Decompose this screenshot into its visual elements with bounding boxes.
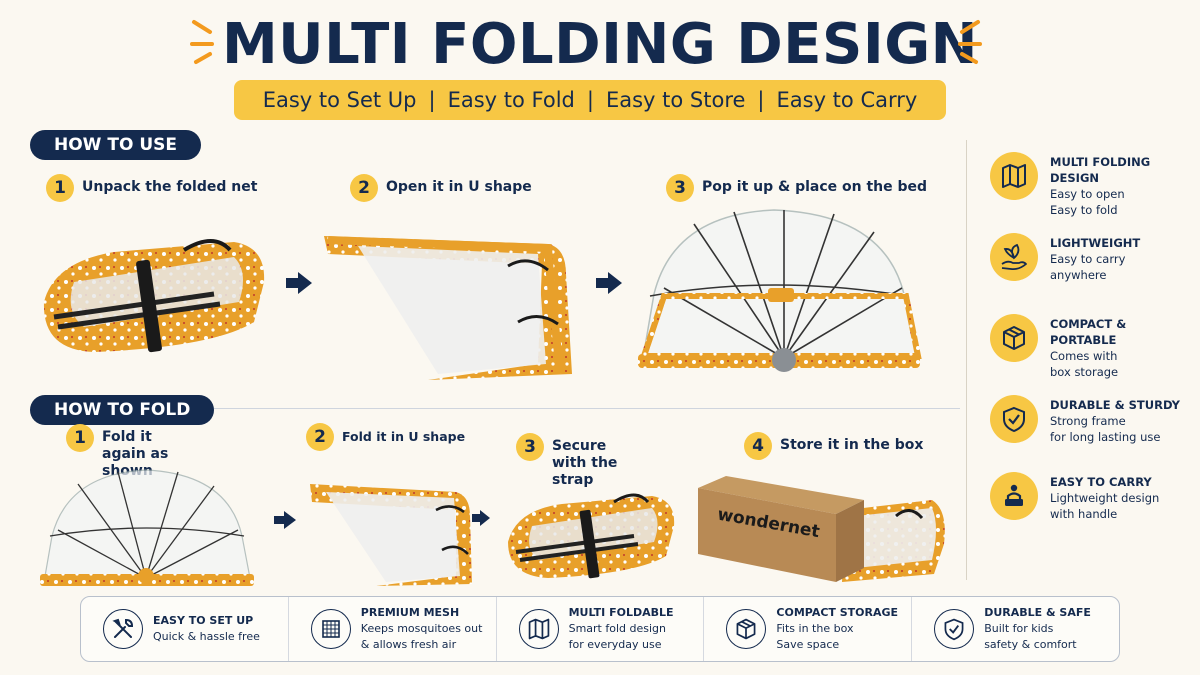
- feature-line: Comes with: [1050, 349, 1118, 363]
- step-number: 2: [306, 423, 334, 451]
- benefit-title: PREMIUM MESH: [360, 606, 460, 619]
- benefit-compact-storage: COMPACT STORAGE Fits in the box Save spa…: [704, 597, 913, 661]
- step-text: Secure with the strap: [552, 438, 618, 488]
- feature-title: LIGHTWEIGHT: [1050, 236, 1141, 250]
- fold-step-4: 4 Store it in the box: [744, 432, 923, 460]
- benefit-line: Fits in the box: [776, 622, 854, 635]
- arrow-right-icon: [472, 510, 490, 526]
- arrow-right-icon: [274, 511, 296, 529]
- benefit-multi-foldable: MULTI FOLDABLE Smart fold design for eve…: [497, 597, 705, 661]
- tagline-item: Easy to Fold: [447, 88, 575, 112]
- carry-person-icon: [990, 472, 1038, 520]
- benefit-line: safety & comfort: [984, 638, 1077, 651]
- step-number: 2: [350, 174, 378, 202]
- map-fold-icon: [990, 152, 1038, 200]
- map-fold-icon: [518, 609, 559, 649]
- feature-compact-portable: COMPACT & PORTABLE Comes with box storag…: [990, 314, 1195, 380]
- sparkle-right-icon: [958, 20, 982, 64]
- feature-title: EASY TO CARRY: [1050, 475, 1152, 489]
- section-divider: [200, 408, 960, 409]
- feature-line: Strong frame: [1050, 414, 1126, 428]
- use-step-1: 1 Unpack the folded net: [46, 174, 257, 202]
- arrow-right-icon: [286, 272, 312, 294]
- tagline-bar: Easy to Set Up | Easy to Fold | Easy to …: [234, 80, 946, 120]
- step-number: 3: [666, 174, 694, 202]
- benefit-line: Smart fold design: [568, 622, 666, 635]
- feature-line: Easy to carry: [1050, 252, 1126, 266]
- storage-box-image: wondernet: [698, 476, 945, 582]
- feature-line: Easy to fold: [1050, 203, 1118, 217]
- fold-step-2: 2 Fold it in U shape: [306, 423, 465, 451]
- feature-line: Easy to open: [1050, 187, 1125, 201]
- how-to-use-label: HOW TO USE: [30, 130, 201, 160]
- mesh-icon: [310, 609, 351, 649]
- benefit-easy-setup: EASY TO SET UP Quick & hassle free: [81, 597, 289, 661]
- tagline-item: Easy to Carry: [776, 88, 918, 112]
- fold-step-3: 3 Secure with the strap: [516, 433, 636, 489]
- use-step-3: 3 Pop it up & place on the bed: [666, 174, 927, 202]
- feature-line: with handle: [1050, 507, 1118, 521]
- benefit-line: Save space: [776, 638, 840, 651]
- tagline-separator: |: [428, 88, 436, 112]
- page-title: MULTI FOLDING DESIGN: [221, 12, 979, 77]
- benefit-title: DURABLE & SAFE: [984, 606, 1091, 619]
- box-icon: [726, 609, 767, 649]
- step-number: 1: [46, 174, 74, 202]
- box-icon: [990, 314, 1038, 362]
- feature-title: COMPACT & PORTABLE: [1050, 317, 1127, 347]
- benefit-line: Built for kids: [984, 622, 1054, 635]
- benefits-bar: EASY TO SET UP Quick & hassle free PREMI…: [80, 596, 1120, 662]
- feature-lightweight: LIGHTWEIGHT Easy to carry anywhere: [990, 233, 1195, 283]
- feature-line: box storage: [1050, 365, 1119, 379]
- step-text: Pop it up & place on the bed: [702, 179, 928, 195]
- use-step-2: 2 Open it in U shape: [350, 174, 532, 202]
- feature-title: MULTI FOLDING DESIGN: [1050, 155, 1151, 185]
- benefit-line: Quick & hassle free: [153, 630, 260, 643]
- benefit-line: Keeps mosquitoes out: [360, 622, 483, 635]
- leaf-hand-icon: [990, 233, 1038, 281]
- feature-line: for long lasting use: [1050, 430, 1161, 444]
- folded-net-image: [43, 239, 265, 353]
- dome-net-image: [40, 469, 254, 586]
- step-number: 3: [516, 433, 544, 461]
- benefit-title: EASY TO SET UP: [153, 614, 254, 627]
- benefit-line: & allows fresh air: [360, 638, 457, 651]
- u-fold-net-image: [310, 484, 472, 586]
- feature-multi-folding: MULTI FOLDING DESIGN Easy to open Easy t…: [990, 152, 1195, 218]
- benefit-premium-mesh: PREMIUM MESH Keeps mosquitoes out & allo…: [289, 597, 497, 661]
- u-shape-net-image: [324, 236, 572, 380]
- tagline-separator: |: [586, 88, 594, 112]
- popped-up-net-image: [638, 209, 922, 372]
- feature-title: DURABLE & STURDY: [1050, 398, 1180, 412]
- tools-icon: [103, 609, 143, 649]
- tagline-item: Easy to Store: [605, 88, 746, 112]
- step-text: Unpack the folded net: [82, 179, 258, 195]
- arrow-right-icon: [596, 272, 622, 294]
- benefit-title: COMPACT STORAGE: [776, 606, 899, 619]
- how-to-fold-label: HOW TO FOLD: [30, 395, 215, 425]
- step-text: Fold it in U shape: [342, 429, 466, 444]
- fold-step-1: 1 Fold it again as shown: [66, 424, 186, 480]
- tagline-separator: |: [757, 88, 765, 112]
- step-number: 4: [744, 432, 772, 460]
- feature-line: anywhere: [1050, 268, 1107, 282]
- tagline-item: Easy to Set Up: [262, 88, 417, 112]
- feature-line: Lightweight design: [1050, 491, 1160, 505]
- benefit-line: for everyday use: [568, 638, 662, 651]
- strapped-net-image: [508, 493, 675, 579]
- shield-check-icon: [990, 395, 1038, 443]
- shield-check-icon: [934, 609, 975, 649]
- benefit-title: MULTI FOLDABLE: [568, 606, 674, 619]
- benefit-durable-safe: DURABLE & SAFE Built for kids safety & c…: [912, 597, 1119, 661]
- step-text: Store it in the box: [780, 437, 924, 453]
- sparkle-left-icon: [190, 20, 214, 64]
- column-divider: [966, 140, 967, 580]
- feature-durable-sturdy: DURABLE & STURDY Strong frame for long l…: [990, 395, 1195, 445]
- feature-easy-carry: EASY TO CARRY Lightweight design with ha…: [990, 472, 1195, 522]
- step-number: 1: [66, 424, 94, 452]
- step-text: Open it in U shape: [386, 179, 532, 195]
